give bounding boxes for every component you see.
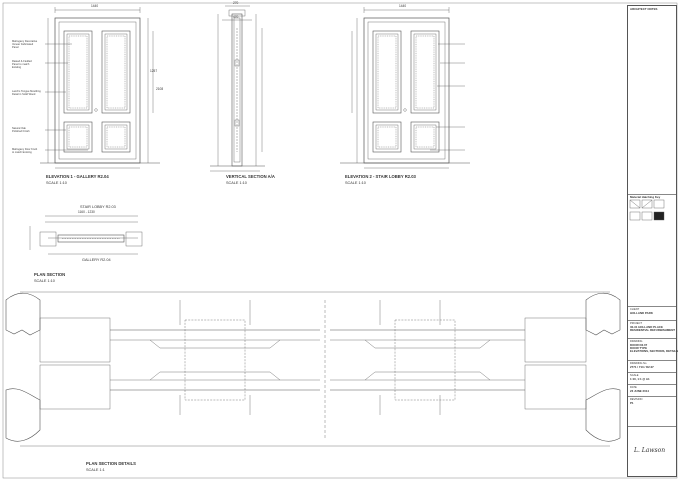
vertical-section-title: VERTICAL SECTION A/A [226, 174, 275, 179]
elevation-1-scale: SCALE 1:10 [46, 181, 67, 185]
dim-sec-top: 270 [233, 1, 239, 5]
tb-drawing-label: DRAWING [630, 340, 643, 343]
vertical-section-scale: SCALE 1:10 [226, 181, 247, 185]
tb-date: 23 JUNE 2014 [630, 389, 649, 393]
tb-scale-label: SCALE [630, 374, 639, 377]
plan-details-scale: SCALE 1:1 [86, 468, 105, 472]
dim-height-b: 2108 [156, 87, 164, 91]
tb-client-label: CLIENT [630, 308, 640, 311]
tb-rev: P1 [630, 401, 634, 405]
tb-header: ARCHITECT NOTES [630, 7, 658, 11]
dim-width-2: 1440 [399, 4, 407, 8]
signature: L. Lawson [634, 447, 666, 454]
hatch-key [629, 199, 665, 221]
tb-drawing: DOOR D2.07 DOOR TYPE ELEVATIONS, SECTION… [630, 343, 679, 353]
title-block: ARCHITECT NOTES Material Hatching Key CL… [627, 5, 679, 477]
tb-project-label: PROJECT [630, 322, 643, 325]
plan-top-room: STAIR LOBBY R2.03 [80, 205, 116, 209]
plan-section-title: PLAN SECTION [34, 272, 66, 277]
note-natural: Natural Oak Polished Finish [12, 127, 30, 133]
note-handle: Mahogany Door Knob to match Existing [12, 148, 38, 154]
elevation-1-door [40, 7, 160, 169]
plan-section [29, 215, 143, 255]
tb-number-label: DRAWING No [630, 362, 647, 365]
plan-bottom-room: GALLERY R2.04 [82, 258, 111, 262]
dim-plan-top: 1160 - 1230 [78, 210, 95, 214]
tb-number: 2771 / 713 / D2.07 [630, 365, 654, 369]
dim-width-1: 1440 [91, 4, 99, 8]
plan-section-scale: SCALE 1:10 [34, 279, 55, 283]
tb-scale: 1:10, 1:1 @ A1 [630, 377, 650, 381]
plan-details-title: PLAN SECTION DETAILS [86, 461, 136, 466]
elevation-2-door [340, 7, 470, 169]
tb-rev-label: REVISION [630, 398, 643, 401]
elevation-2-title: ELEVATION 2 - STAIR LOBBY R2.03 [345, 174, 416, 179]
note-raised: Raised & Fielded Panel to match Existing [12, 60, 32, 69]
note-mahogany: Mahogany Decorative Veneer Fabricated Pa… [12, 40, 38, 49]
tb-date-label: DATE [630, 386, 637, 389]
dim-sec-mid: 470 [233, 15, 239, 19]
plan-section-details [5, 291, 621, 447]
tb-client: HOLLAND PARK [630, 311, 653, 315]
dim-height-a: 1257 [150, 69, 158, 73]
elevation-2-scale: SCALE 1:10 [345, 181, 366, 185]
elevation-1-title: ELEVATION 1 - GALLERY R2.04 [46, 174, 109, 179]
vertical-section [210, 5, 265, 172]
tb-project: 30-31 HOLLAND PLACE RESIDENTIAL REFURBIS… [630, 325, 676, 332]
note-lamb: Lamb's Tongue Moulding Detail in Solid W… [12, 90, 41, 96]
tb-legend: Material Hatching Key [630, 195, 661, 199]
